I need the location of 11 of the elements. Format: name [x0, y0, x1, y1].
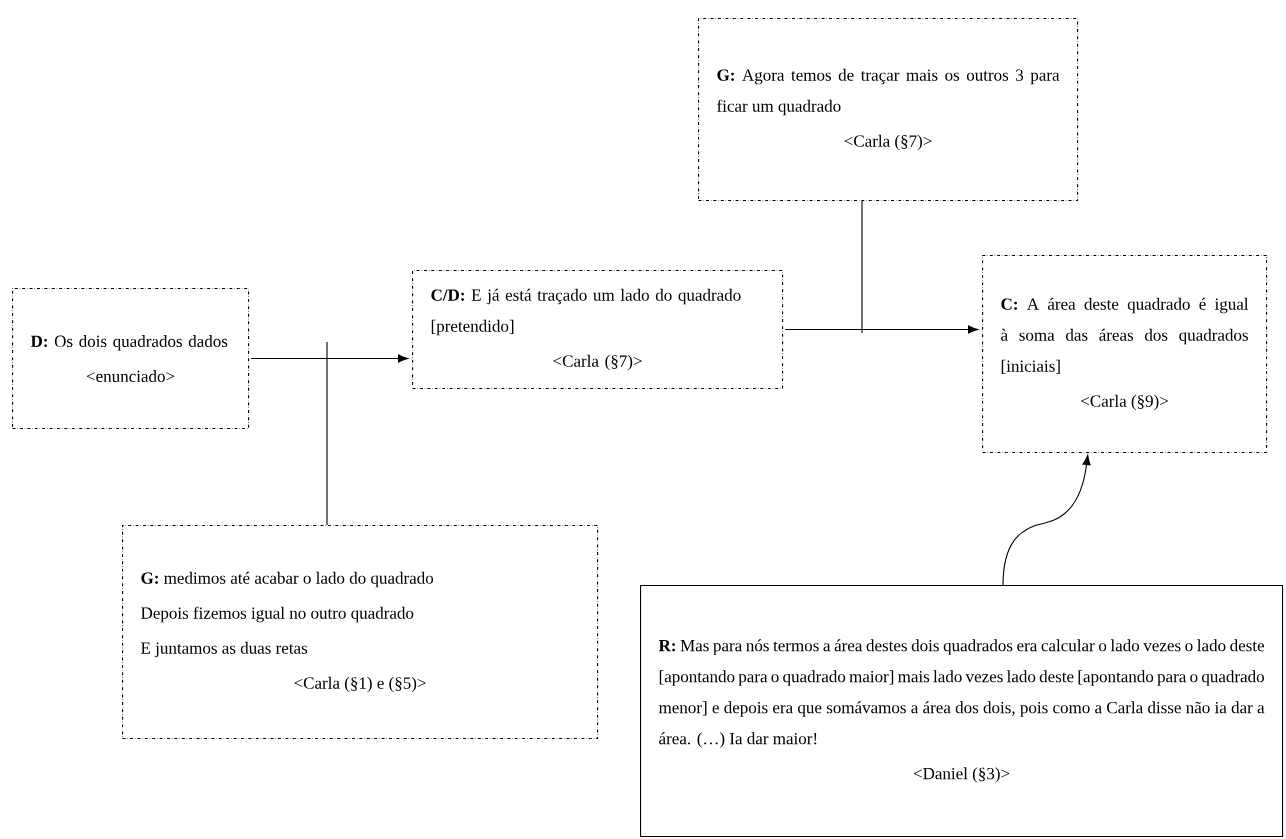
- text-box: D: Os dois quadrados dados <enunciado>: [12, 288, 250, 430]
- curved-arrow: [1002, 454, 1091, 586]
- connector-line: [326, 341, 328, 526]
- text-box: C/D: E já está traçado um lado do quadrado [pretendido] <Carla (§7)>: [412, 270, 784, 390]
- arrow: [784, 325, 979, 334]
- text-box: C: A área deste quadrado é igual à soma das áreas dos quadrados [iniciais] <Carla (§9)>: [982, 255, 1268, 454]
- text-box: G: medimos até acabar o lado do quadrado Depois fizemos igual no outro quadrado E juntamos as duas retas <Carla (§1) e (§5)>: [122, 525, 599, 740]
- arrow: [250, 354, 409, 363]
- text-box: G: Agora temos de traçar mais os outros 3 para ficar um quadrado <Carla (§7)>: [698, 18, 1079, 202]
- text-box: R: Mas para nós termos a área destes dois quadrados era calcular o lado vezes o lado deste [apontando para o quadrado maior] mais lado vezes lado deste [apontando para o quadrado menor] e depois era que somávamos a área dos dois, pois como a Carla disse não ia dar a área. (…) Ia dar maior! <Daniel (§3)>: [640, 585, 1284, 838]
- connector-line: [861, 200, 863, 334]
